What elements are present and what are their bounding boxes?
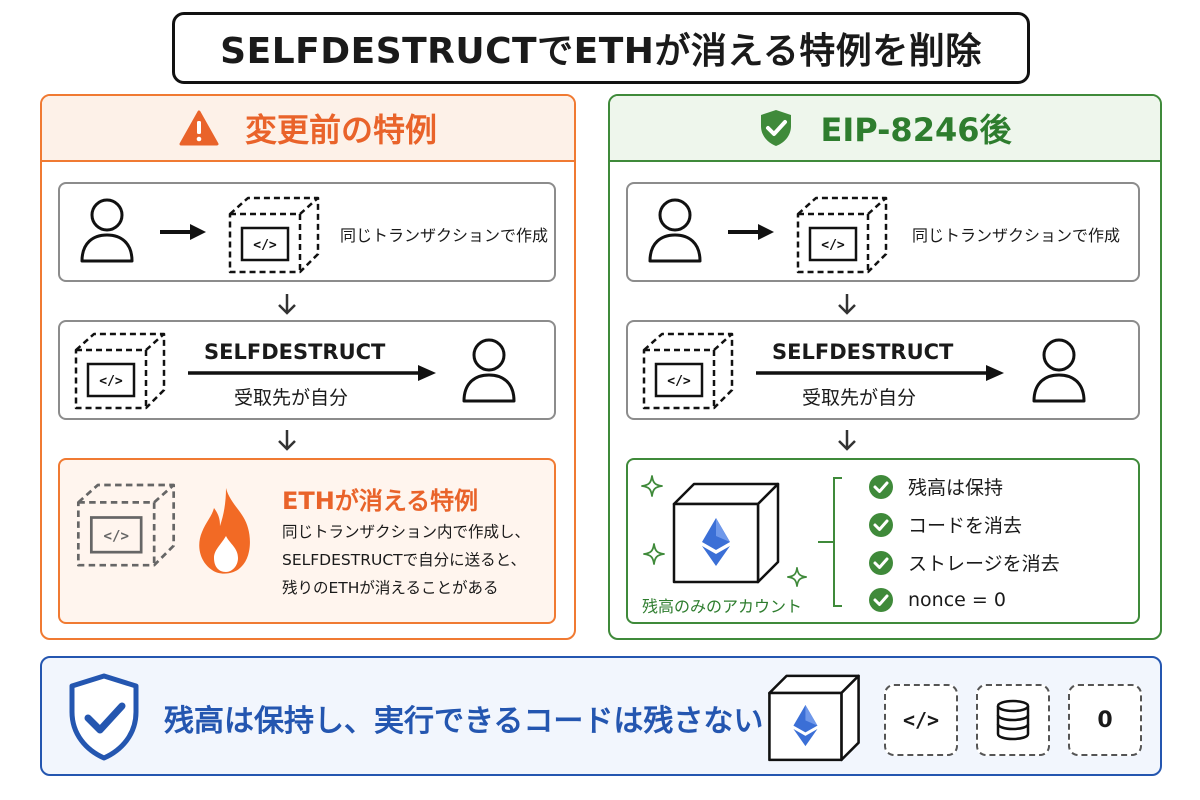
right-arrow-icon [160,224,206,240]
after-heading: EIP-8246後 [820,111,1012,149]
nonce-zero-label: 0 [1097,707,1113,733]
check-item-code: コードを消去 [868,511,1022,538]
svg-text:</>: </> [253,238,277,253]
contract-box-icon: </> [74,332,166,410]
check-item-nonce: nonce = 0 [868,587,1006,613]
before-heading: 変更前の特例 [244,111,437,149]
user-icon [1032,338,1086,403]
contract-box-icon: </> [76,483,176,567]
contract-box-icon: </> [796,196,888,274]
right-arrow-icon [188,365,436,381]
code-tile-label: </> [902,708,940,732]
before-result-line: 残りのETHが消えることがある [282,579,499,597]
before-op-label: SELFDESTRUCT [204,340,386,364]
user-icon [648,198,702,263]
sparkle-icon [641,475,663,497]
sparkle-icon [787,567,807,587]
check-item-label: 残高は保持 [908,477,1004,499]
check-circle-icon [869,474,893,499]
before-result-line: SELFDESTRUCTで自分に送ると、 [282,551,527,569]
warning-icon [179,110,219,146]
check-item-label: ストレージを消去 [908,553,1060,575]
shield-check-icon [69,673,139,761]
bracket-icon [818,477,842,607]
after-op-label: SELFDESTRUCT [772,340,954,364]
check-circle-icon [869,550,893,575]
before-result-title: ETHが消える特例 [282,487,479,515]
after-header: EIP-8246後 [610,96,1160,162]
down-arrow-icon [278,430,296,451]
eth-account-box-icon [672,482,780,584]
down-arrow-icon [278,294,296,315]
check-item-label: コードを消去 [908,515,1023,537]
contract-box-icon: </> [228,196,320,274]
svg-text:</>: </> [104,528,129,544]
database-icon [996,699,1030,741]
before-step-selfdestruct [58,320,556,420]
down-arrow-icon [838,430,856,451]
check-item-label: nonce = 0 [908,589,1006,611]
right-arrow-icon [756,365,1004,381]
svg-text:</>: </> [667,374,691,389]
check-circle-icon [869,512,893,537]
before-header: 変更前の特例 [42,96,574,162]
after-step1-label: 同じトランザクションで作成 [912,226,1121,245]
account-label: 残高のみのアカウント [642,597,803,616]
nonce-zero-tile: 0 [1068,684,1142,756]
sparkle-icon [643,543,665,565]
check-item-storage: ストレージを消去 [868,549,1060,576]
flame-icon [199,488,250,574]
before-result-line: 同じトランザクション内で作成し、 [282,523,531,541]
code-tile: </> [884,684,958,756]
eth-account-box-icon [768,674,860,762]
user-icon [80,198,134,263]
summary-box: 残高は保持し、実行できるコードは残さない </> 0 [40,656,1162,776]
check-item-balance: 残高は保持 [868,473,1003,500]
svg-text:</>: </> [821,238,845,253]
after-sub-label: 受取先が自分 [802,387,917,409]
summary-text: 残高は保持し、実行できるコードは残さない [164,704,764,739]
user-icon [462,338,516,403]
page-title: SELFDESTRUCTでETHが消える特例を削除 [172,12,1030,84]
svg-text:</>: </> [99,374,123,389]
before-step1-label: 同じトランザクションで作成 [340,226,549,245]
storage-tile [976,684,1050,756]
right-arrow-icon [728,224,774,240]
shield-check-icon [761,110,792,146]
check-circle-icon [869,588,893,612]
contract-box-icon: </> [642,332,734,410]
down-arrow-icon [838,294,856,315]
before-sub-label: 受取先が自分 [234,387,349,409]
